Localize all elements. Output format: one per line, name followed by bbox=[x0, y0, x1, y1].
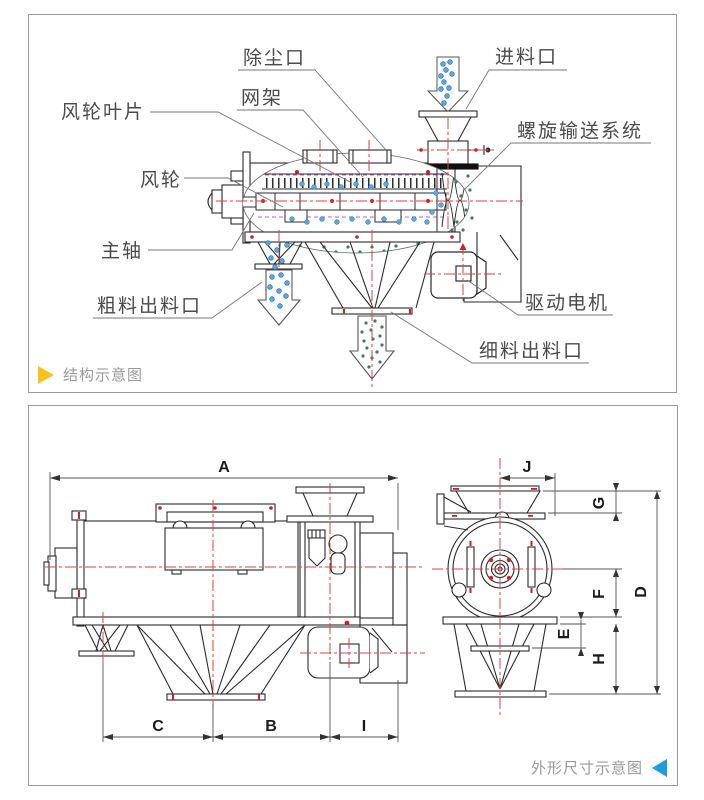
structure-labels: 风轮叶片 除尘口 网架 进料口 螺旋输送系统 风轮 主轴 粗料出料口 驱动电机 … bbox=[61, 46, 643, 362]
structure-drawing: 风轮叶片 除尘口 网架 进料口 螺旋输送系统 风轮 主轴 粗料出料口 驱动电机 … bbox=[61, 46, 651, 390]
structure-caption-text: 结构示意图 bbox=[63, 367, 144, 384]
drive-motor-shape bbox=[430, 251, 487, 299]
dim-B: B bbox=[265, 718, 277, 735]
dim-A: A bbox=[218, 459, 230, 476]
structure-panel: 风轮叶片 除尘口 网架 进料口 螺旋输送系统 风轮 主轴 粗料出料口 驱动电机 … bbox=[28, 14, 677, 393]
dim-C: C bbox=[152, 718, 164, 735]
dim-centerlines bbox=[45, 458, 563, 718]
leader-lines bbox=[93, 69, 651, 364]
label-dust-port: 除尘口 bbox=[243, 47, 306, 69]
label-main-shaft: 主轴 bbox=[101, 240, 143, 262]
dim-E: E bbox=[556, 628, 573, 639]
dimension-caption-arrow-icon bbox=[652, 758, 667, 777]
feed-particles bbox=[438, 59, 455, 106]
label-feed-inlet: 进料口 bbox=[495, 46, 558, 68]
structure-caption-arrow-icon bbox=[38, 365, 54, 384]
dim-F: F bbox=[591, 589, 608, 599]
structure-caption: 结构示意图 bbox=[38, 364, 143, 385]
label-screw-conveyor-system: 螺旋输送系统 bbox=[517, 120, 643, 142]
dimension-panel: A C B I J G F H E D 外形尺寸示意图 bbox=[28, 405, 678, 786]
feed-arrow bbox=[426, 56, 470, 113]
dim-D: D bbox=[633, 586, 650, 598]
machine-interior bbox=[243, 168, 467, 253]
label-wind-wheel: 风轮 bbox=[140, 169, 182, 191]
coarse-outlet-particles bbox=[265, 240, 290, 309]
label-coarse-outlet: 粗料出料口 bbox=[97, 295, 202, 317]
dim-I: I bbox=[362, 718, 366, 735]
dimension-letters: A C B I J G F H E D bbox=[152, 459, 650, 735]
centerlines bbox=[216, 118, 523, 390]
side-view bbox=[436, 485, 558, 698]
label-drive-motor: 驱动电机 bbox=[525, 292, 609, 314]
dimension-caption-text: 外形尺寸示意图 bbox=[530, 760, 643, 777]
label-fine-outlet: 细料出料口 bbox=[479, 340, 584, 362]
dim-J: J bbox=[523, 459, 532, 476]
dimension-caption: 外形尺寸示意图 bbox=[531, 757, 667, 778]
front-view-red-marks bbox=[78, 506, 350, 700]
fine-particles-chamber bbox=[450, 174, 474, 232]
side-view-red-marks bbox=[452, 488, 537, 593]
flange-red-ticks bbox=[250, 235, 454, 314]
dim-G: G bbox=[591, 497, 608, 509]
coarse-particles-inside bbox=[289, 181, 444, 225]
base-and-cones bbox=[244, 231, 461, 380]
front-view bbox=[43, 486, 408, 701]
label-wind-wheel-blade: 风轮叶片 bbox=[61, 101, 145, 123]
label-screen-frame: 网架 bbox=[241, 87, 283, 109]
dust-ports bbox=[302, 149, 392, 164]
dim-H: H bbox=[591, 653, 608, 665]
centerline-marks bbox=[419, 148, 478, 250]
dimension-arrows bbox=[50, 475, 660, 740]
dimension-lines bbox=[49, 472, 661, 742]
dimension-drawing: A C B I J G F H E D bbox=[43, 458, 661, 742]
